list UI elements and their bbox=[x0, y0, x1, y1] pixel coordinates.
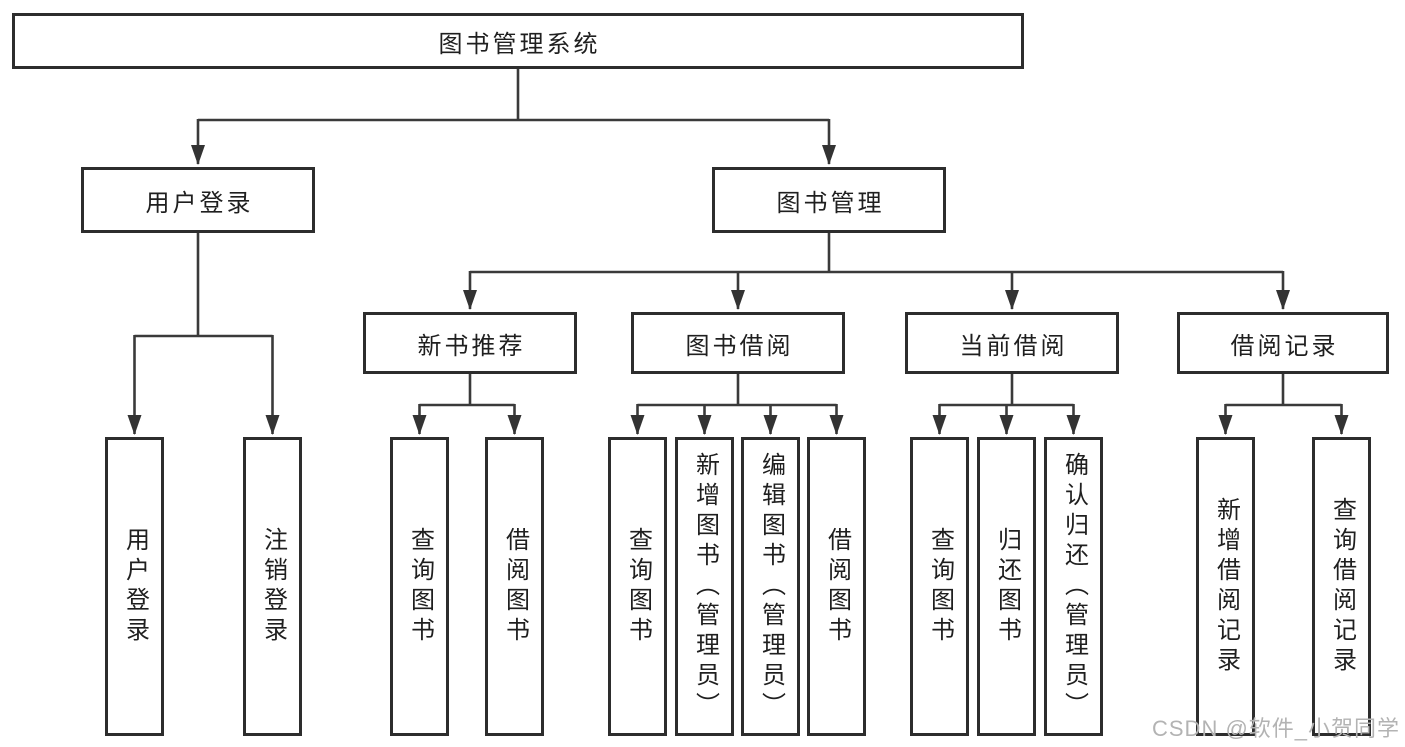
leaf-add-books-admin: 新增图书（管理员） bbox=[675, 437, 734, 736]
connector-new-book-recommend-branch bbox=[412, 374, 522, 435]
node-new-book-recommend: 新书推荐 bbox=[363, 312, 577, 374]
leaf-recommend-query-books: 查询图书 bbox=[390, 437, 449, 736]
connector-current-borrowing-branch bbox=[932, 374, 1081, 435]
node-current-borrowing: 当前借阅 bbox=[905, 312, 1119, 374]
connector-root-to-level2 bbox=[191, 69, 836, 165]
leaf-borrowing-query-books: 查询图书 bbox=[608, 437, 667, 736]
connector-user-login-branch bbox=[127, 233, 280, 435]
node-book-borrowing: 图书借阅 bbox=[631, 312, 845, 374]
leaf-recommend-borrow-books: 借阅图书 bbox=[485, 437, 544, 736]
leaf-edit-books-admin: 编辑图书（管理员） bbox=[741, 437, 800, 736]
node-root-library-management-system: 图书管理系统 bbox=[12, 13, 1024, 69]
leaf-user-login: 用户登录 bbox=[105, 437, 164, 736]
connector-borrowing-records-branch bbox=[1218, 374, 1349, 435]
leaf-confirm-return-admin: 确认归还（管理员） bbox=[1044, 437, 1103, 736]
leaf-query-borrow-record: 查询借阅记录 bbox=[1312, 437, 1371, 736]
node-user-login: 用户登录 bbox=[81, 167, 315, 233]
leaf-return-books: 归还图书 bbox=[977, 437, 1036, 736]
node-book-management: 图书管理 bbox=[712, 167, 946, 233]
leaf-add-borrow-record: 新增借阅记录 bbox=[1196, 437, 1255, 736]
leaf-current-query-books: 查询图书 bbox=[910, 437, 969, 736]
leaf-borrowing-borrow-books: 借阅图书 bbox=[807, 437, 866, 736]
connector-book-management-branch bbox=[463, 233, 1290, 310]
connector-book-borrowing-branch bbox=[630, 374, 844, 435]
watermark: CSDN @软件_小贺同学 bbox=[1152, 716, 1401, 741]
leaf-logout: 注销登录 bbox=[243, 437, 302, 736]
node-borrowing-records: 借阅记录 bbox=[1177, 312, 1389, 374]
